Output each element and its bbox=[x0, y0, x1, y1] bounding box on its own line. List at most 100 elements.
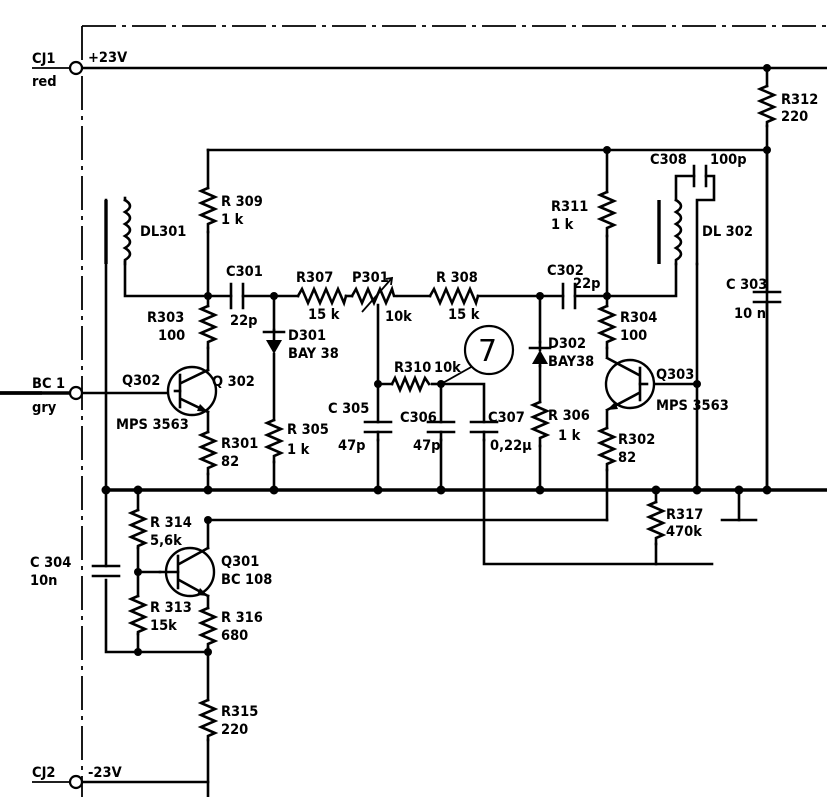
svg-text:R312: R312 bbox=[781, 92, 818, 108]
svg-text:R 305: R 305 bbox=[287, 422, 329, 438]
svg-text:MPS 3563: MPS 3563 bbox=[116, 417, 189, 433]
resistor-r307: R307 15 k bbox=[296, 270, 348, 323]
svg-text:R303: R303 bbox=[147, 310, 184, 326]
bc1-label: BC 1 bbox=[32, 376, 65, 392]
svg-text:BAY 38: BAY 38 bbox=[288, 346, 339, 362]
delay-line-dl302: DL 302 bbox=[657, 198, 753, 266]
svg-text:47p: 47p bbox=[413, 438, 441, 454]
transistor-q301: Q301 BC 108 bbox=[158, 546, 272, 598]
svg-text:R302: R302 bbox=[618, 432, 655, 448]
svg-text:100: 100 bbox=[158, 328, 185, 344]
resistor-r309: R 309 1 k bbox=[197, 186, 263, 234]
capacitor-c302: C302 22p bbox=[547, 263, 601, 310]
svg-text:680: 680 bbox=[221, 628, 248, 644]
svg-text:C302: C302 bbox=[547, 263, 584, 279]
svg-text:47p: 47p bbox=[338, 438, 366, 454]
svg-text:R 314: R 314 bbox=[150, 515, 192, 531]
junctions bbox=[101, 64, 772, 656]
svg-text:1 k: 1 k bbox=[551, 217, 574, 233]
svg-text:MPS 3563: MPS 3563 bbox=[656, 398, 729, 414]
svg-text:P301: P301 bbox=[352, 270, 389, 286]
svg-text:BC 108: BC 108 bbox=[221, 572, 272, 588]
capacitor-c305: C 305 47p bbox=[328, 401, 393, 454]
transistor-q303: Q303 MPS 3563 bbox=[604, 356, 729, 414]
svg-text:1 k: 1 k bbox=[558, 428, 581, 444]
capacitor-c306: C306 47p bbox=[400, 410, 456, 454]
svg-text:C 304: C 304 bbox=[30, 555, 71, 571]
svg-text:R315: R315 bbox=[221, 704, 258, 720]
svg-text:5,6k: 5,6k bbox=[150, 533, 182, 549]
test-point-marker: 7 bbox=[463, 324, 515, 376]
svg-text:22p: 22p bbox=[230, 313, 258, 329]
svg-text:100: 100 bbox=[620, 328, 647, 344]
resistor-r303: R303 100 bbox=[147, 304, 219, 350]
svg-text:Q303: Q303 bbox=[656, 367, 694, 383]
capacitor-c308: C308 100p bbox=[650, 152, 747, 188]
svg-text:0,22µ: 0,22µ bbox=[490, 438, 532, 454]
potentiometer-p301: P301 10k bbox=[350, 270, 412, 325]
cj2-voltage: -23V bbox=[88, 765, 123, 781]
svg-text:15 k: 15 k bbox=[448, 307, 480, 323]
capacitor-c301: C301 22p bbox=[226, 264, 263, 329]
svg-text:Q 302: Q 302 bbox=[212, 374, 255, 390]
svg-text:10k: 10k bbox=[434, 360, 461, 376]
resistor-r301: R301 82 bbox=[197, 430, 258, 476]
svg-text:220: 220 bbox=[781, 109, 808, 125]
cj2-label: CJ2 bbox=[32, 765, 56, 781]
svg-text:D301: D301 bbox=[288, 328, 326, 344]
svg-text:BAY38: BAY38 bbox=[548, 354, 594, 370]
svg-text:R307: R307 bbox=[296, 270, 333, 286]
resistor-r312: R312 220 bbox=[756, 84, 818, 128]
svg-text:R304: R304 bbox=[620, 310, 657, 326]
svg-text:470k: 470k bbox=[666, 524, 702, 540]
capacitor-c304: C 304 10n bbox=[30, 555, 121, 589]
diode-d301: D301 BAY 38 bbox=[262, 328, 339, 362]
svg-text:R 309: R 309 bbox=[221, 194, 263, 210]
svg-text:1 k: 1 k bbox=[287, 442, 310, 458]
connector-cj2: CJ2 -23V bbox=[32, 765, 123, 790]
resistor-r304: R304 100 bbox=[596, 304, 657, 350]
resistor-r314: R 314 5,6k bbox=[127, 508, 192, 550]
svg-text:C 303: C 303 bbox=[726, 277, 767, 293]
svg-text:R310: R310 bbox=[394, 360, 431, 376]
svg-text:82: 82 bbox=[618, 450, 636, 466]
cj1-color: red bbox=[32, 74, 57, 90]
svg-text:C308: C308 bbox=[650, 152, 687, 168]
svg-text:R 313: R 313 bbox=[150, 600, 192, 616]
svg-text:C 305: C 305 bbox=[328, 401, 369, 417]
svg-text:R 316: R 316 bbox=[221, 610, 263, 626]
marker-label: 7 bbox=[478, 334, 497, 369]
svg-text:220: 220 bbox=[221, 722, 248, 738]
cj1-voltage: +23V bbox=[88, 50, 128, 66]
resistor-r310: R310 10k bbox=[390, 360, 461, 394]
svg-text:R 308: R 308 bbox=[436, 270, 478, 286]
svg-text:DL 302: DL 302 bbox=[702, 224, 753, 240]
svg-text:10n: 10n bbox=[30, 573, 57, 589]
svg-text:15 k: 15 k bbox=[308, 307, 340, 323]
svg-text:D302: D302 bbox=[548, 336, 586, 352]
resistor-r316: R 316 680 bbox=[197, 606, 263, 650]
svg-text:R 306: R 306 bbox=[548, 408, 590, 424]
bc1-color: gry bbox=[32, 400, 57, 416]
svg-text:100p: 100p bbox=[710, 152, 747, 168]
svg-text:15k: 15k bbox=[150, 618, 177, 634]
svg-text:Q301: Q301 bbox=[221, 554, 259, 570]
transistor-q302: Q302 Q 302 MPS 3563 bbox=[116, 365, 255, 433]
svg-text:C301: C301 bbox=[226, 264, 263, 280]
board-outline bbox=[81, 25, 827, 797]
resistor-r308: R 308 15 k bbox=[428, 270, 480, 323]
cj1-label: CJ1 bbox=[32, 51, 56, 67]
resistor-r306: R 306 1 k bbox=[529, 400, 590, 448]
capacitor-c307: C307 0,22µ bbox=[469, 410, 532, 454]
svg-text:C306: C306 bbox=[400, 410, 437, 426]
svg-text:1 k: 1 k bbox=[221, 212, 244, 228]
resistor-r315: R315 220 bbox=[197, 698, 258, 742]
resistor-r317: R317 470k bbox=[645, 500, 703, 546]
svg-text:R317: R317 bbox=[666, 507, 703, 523]
svg-text:10k: 10k bbox=[385, 309, 412, 325]
capacitor-c303: C 303 10 n bbox=[726, 277, 782, 492]
resistor-r302: R302 82 bbox=[596, 426, 655, 472]
svg-text:82: 82 bbox=[221, 454, 239, 470]
svg-text:DL301: DL301 bbox=[140, 224, 186, 240]
